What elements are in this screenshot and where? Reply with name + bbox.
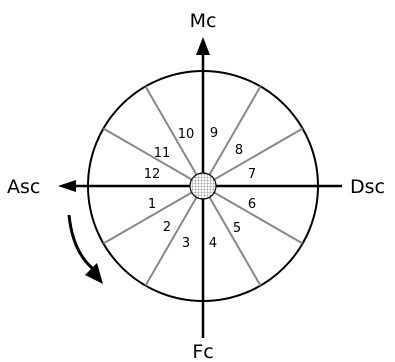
cusp-line-60 — [202, 85, 262, 187]
label-fc: Fc — [192, 341, 213, 362]
label-dsc: Dsc — [350, 176, 385, 198]
cusp-line-330 — [202, 185, 304, 245]
house-3: 3 — [182, 236, 190, 251]
house-1: 1 — [148, 197, 156, 212]
house-8: 8 — [235, 143, 243, 158]
cusp-line-150 — [102, 127, 204, 187]
cusp-line-210 — [102, 185, 204, 245]
label-asc: Asc — [7, 176, 40, 198]
mc-arrow-icon — [196, 37, 210, 55]
label-mc: Mc — [190, 10, 217, 32]
cusp-line-240 — [144, 185, 204, 287]
direction-arrow-icon — [85, 263, 103, 284]
house-10: 10 — [178, 127, 195, 142]
asc-arrow-icon — [58, 180, 76, 192]
house-5: 5 — [233, 221, 241, 236]
cusp-line-120 — [144, 85, 204, 187]
cusp-line-300 — [202, 185, 262, 287]
house-9: 9 — [210, 126, 218, 141]
direction-curve — [67, 214, 98, 274]
cusp-line-30 — [202, 127, 304, 187]
house-2: 2 — [163, 220, 171, 235]
center-globe-icon — [189, 172, 217, 200]
house-6: 6 — [248, 197, 256, 212]
house-cusps — [102, 85, 304, 287]
house-4: 4 — [209, 236, 217, 251]
house-7: 7 — [248, 167, 256, 182]
house-11: 11 — [154, 146, 171, 161]
house-12: 12 — [144, 167, 161, 182]
